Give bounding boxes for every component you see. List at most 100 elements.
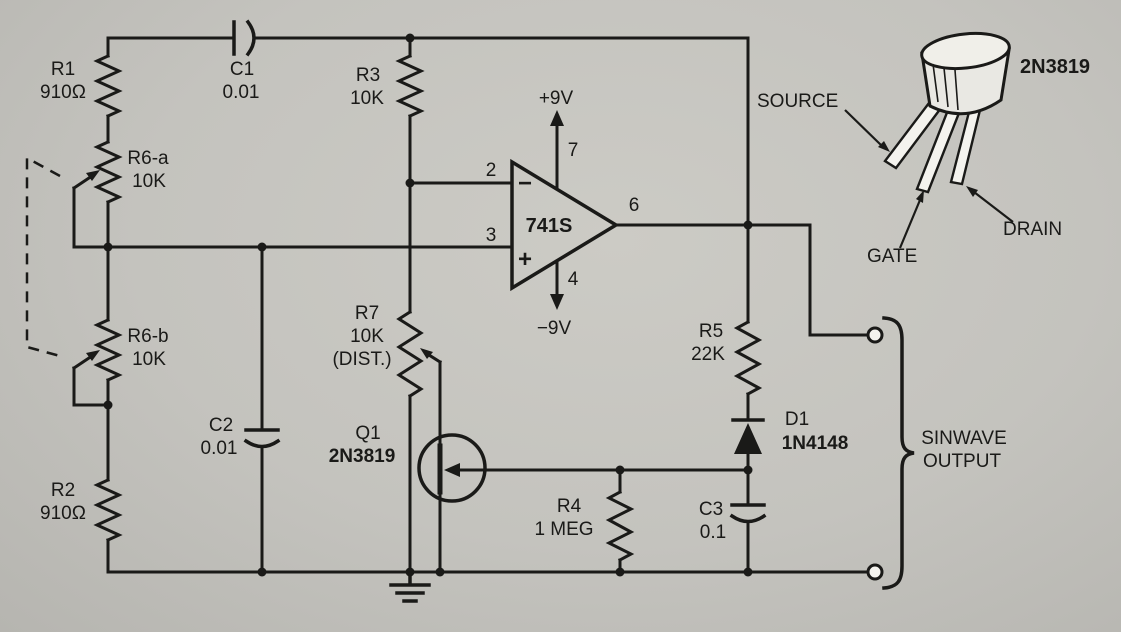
output-terminal-top <box>866 326 884 344</box>
output-label-line1: SINWAVE <box>921 428 1007 449</box>
capacitor-curved-plate <box>729 513 767 524</box>
capacitor-c3: C3 0.1 <box>699 499 767 543</box>
up-arrowhead <box>550 110 564 126</box>
negative-supply-label: −9V <box>537 318 572 339</box>
q1-label: Q1 <box>355 423 380 444</box>
r5-value: 22K <box>691 344 725 365</box>
junction-dots <box>103 33 753 577</box>
r6a-label: R6-a <box>127 148 169 169</box>
wiper-arm <box>426 352 443 365</box>
pin-7-label: 7 <box>568 140 579 161</box>
diode-d1: D1 1N4148 <box>731 409 849 454</box>
can-hatching <box>932 63 959 111</box>
wiper-arrowhead <box>86 350 100 361</box>
r3-value: 10K <box>350 88 384 109</box>
junction-dot <box>103 400 113 410</box>
d1-label: D1 <box>785 409 809 430</box>
source-label: SOURCE <box>757 91 838 112</box>
pin-2-label: 2 <box>486 160 497 181</box>
resistor-symbol <box>93 318 123 382</box>
potentiometer-r6a: R6-a 10K <box>71 140 169 204</box>
source-leader-arrowhead <box>878 141 890 152</box>
resistor-r4: R4 1 MEG <box>534 489 635 563</box>
resistor-r5: R5 22K <box>691 319 763 397</box>
junction-dot <box>435 567 445 577</box>
resistor-symbol <box>396 309 424 399</box>
q1-value: 2N3819 <box>329 446 396 467</box>
pin-6-label: 6 <box>629 195 640 216</box>
gate-leader-arrowhead <box>916 190 924 203</box>
wiper-arm <box>71 353 95 371</box>
junction-dot <box>615 465 625 475</box>
source-leader-line <box>844 109 883 147</box>
wires <box>72 36 869 574</box>
output-terminal-bottom <box>866 563 884 581</box>
ground-bars <box>389 570 431 603</box>
capacitor-c2: C2 0.01 <box>201 415 281 459</box>
opamp-triangle <box>510 158 620 292</box>
c1-label: C1 <box>230 59 254 80</box>
c2-value: 0.01 <box>201 438 238 459</box>
drain-leader-line <box>973 191 1014 223</box>
resistor-symbol <box>93 140 123 204</box>
r2-value: 910Ω <box>40 503 86 524</box>
junction-dot <box>743 220 753 230</box>
resistor-symbol <box>733 319 763 397</box>
positive-supply-label: +9V <box>539 88 574 109</box>
transistor-pinout: 2N3819 SOURCE GATE DRAIN <box>757 31 1090 267</box>
junction-dot <box>405 33 415 43</box>
drain-label: DRAIN <box>1003 219 1062 240</box>
gate-arrowhead <box>444 463 460 477</box>
resistor-symbol <box>93 54 123 118</box>
c3-value: 0.1 <box>700 522 726 543</box>
junction-dot <box>405 567 415 577</box>
wiper-arrowhead <box>86 170 100 181</box>
opamp-label: 741S <box>526 215 573 237</box>
down-arrowhead <box>550 294 564 310</box>
capacitor-c1: C1 0.01 <box>223 19 260 103</box>
diode-triangle <box>734 423 762 454</box>
junction-dot <box>257 242 267 252</box>
potentiometer-r7: R7 10K (DIST.) <box>332 303 443 399</box>
r7-value: 10K <box>350 326 384 347</box>
capacitor-curved-plate <box>245 19 256 57</box>
resistor-r3: R3 10K <box>350 54 425 118</box>
output-label-line2: OUTPUT <box>923 451 1002 472</box>
r1-label: R1 <box>51 59 75 80</box>
d1-value: 1N4148 <box>782 433 849 454</box>
wiper-arrowhead <box>420 348 433 359</box>
r3-label: R3 <box>356 65 380 86</box>
circuit-wires <box>72 36 869 574</box>
r5-label: R5 <box>699 321 723 342</box>
drain-leader-arrowhead <box>966 186 978 197</box>
resistor-symbol <box>605 489 635 563</box>
junction-dot <box>405 178 415 188</box>
potentiometer-r6b: R6-b 10K <box>71 318 169 382</box>
resistor-r2: R2 910Ω <box>40 478 123 542</box>
pin-3-label: 3 <box>486 225 497 246</box>
resistor-symbol <box>93 478 123 542</box>
ground-symbol <box>389 570 431 603</box>
gang-coupling <box>25 155 61 358</box>
pinout-part-label: 2N3819 <box>1020 56 1090 78</box>
c1-value: 0.01 <box>223 82 260 103</box>
jfet-q1: Q1 2N3819 <box>329 423 487 503</box>
gate-label: GATE <box>867 246 917 267</box>
gate-leader-line <box>898 199 922 249</box>
output-section: SINWAVE OUTPUT <box>866 316 1007 590</box>
junction-dot <box>743 465 753 475</box>
inverting-input-sign: − <box>518 170 532 197</box>
transistor-can-top <box>920 31 1011 71</box>
r7-note: (DIST.) <box>332 349 391 370</box>
wiper-arm <box>71 173 95 191</box>
junction-dot <box>103 242 113 252</box>
noninverting-input-sign: + <box>518 246 532 273</box>
c3-label: C3 <box>699 499 723 520</box>
r4-label: R4 <box>557 496 582 517</box>
r6b-label: R6-b <box>127 326 168 347</box>
opamp-741s: − + 741S 2 3 6 7 4 +9V −9V <box>486 88 640 339</box>
r6b-value: 10K <box>132 349 166 370</box>
capacitor-curved-plate <box>243 438 281 449</box>
